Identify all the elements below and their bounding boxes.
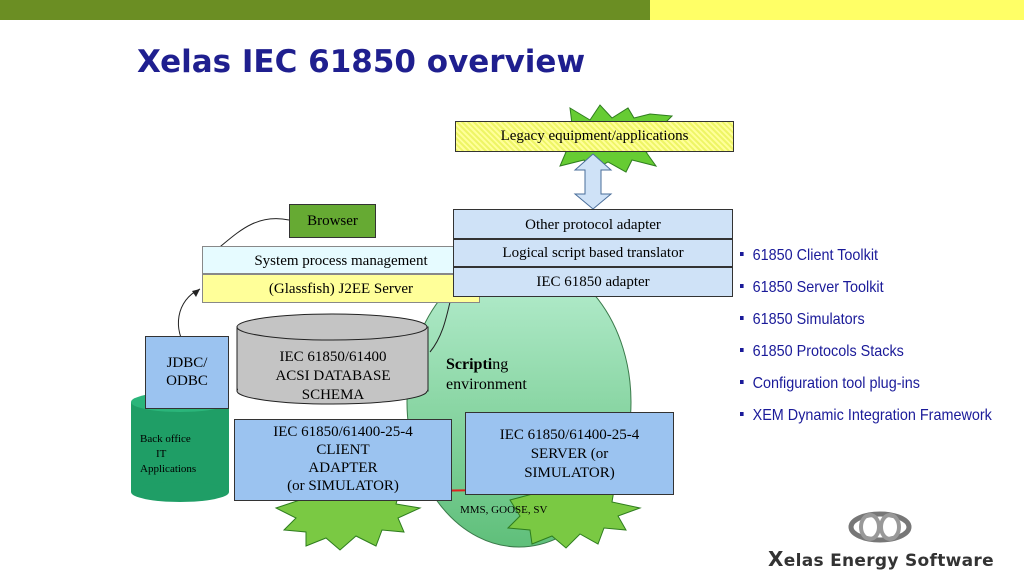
page-title: Xelas IEC 61850 overview (137, 44, 586, 80)
top-yellow-bar (650, 0, 1024, 20)
legacy-equipment-box: Legacy equipment/applications (455, 121, 734, 152)
bullet-icon (740, 283, 744, 288)
feature-item: XEM Dynamic Integration Framework (740, 404, 992, 436)
bullet-icon (740, 379, 744, 384)
bullet-icon (740, 315, 744, 320)
bullet-icon (740, 251, 744, 256)
bullet-icon (740, 347, 744, 352)
j2ee-server-box: (Glassfish) J2EE Server (202, 274, 480, 303)
logical-script-translator-box: Logical script based translator (453, 239, 733, 267)
back-office-label: Back office IT Applications (140, 433, 197, 475)
database-label: IEC 61850/61400 ACSI DATABASE SCHEMA (275, 349, 391, 403)
top-green-bar (0, 0, 650, 20)
feature-item: 61850 Client Toolkit (740, 244, 992, 276)
feature-list: 61850 Client Toolkit 61850 Server Toolki… (740, 244, 1020, 436)
server-adapter-box: IEC 61850/61400-25-4 SERVER (or SIMULATO… (465, 412, 674, 495)
database-cylinder (236, 313, 429, 405)
jdbc-odbc-box: JDBC/ ODBC (145, 336, 229, 409)
feature-item: 61850 Protocols Stacks (740, 340, 992, 372)
client-adapter-box: IEC 61850/61400-25-4 CLIENT ADAPTER (or … (234, 419, 452, 501)
xelas-logo-icon (848, 511, 912, 543)
protocol-label: MMS, GOOSE, SV (460, 504, 548, 516)
browser-box: Browser (289, 204, 376, 238)
feature-item: Configuration tool plug-ins (740, 372, 992, 404)
iec-61850-adapter-box: IEC 61850 adapter (453, 267, 733, 297)
system-process-box: System process management (202, 246, 480, 274)
feature-item: 61850 Simulators (740, 308, 992, 340)
feature-item: 61850 Server Toolkit (740, 276, 992, 308)
company-logo-text: Xelas Energy Software (768, 547, 994, 571)
bullet-icon (740, 411, 744, 416)
other-protocol-adapter-box: Other protocol adapter (453, 209, 733, 239)
scripting-environment-label: Scripting environment (446, 356, 527, 393)
